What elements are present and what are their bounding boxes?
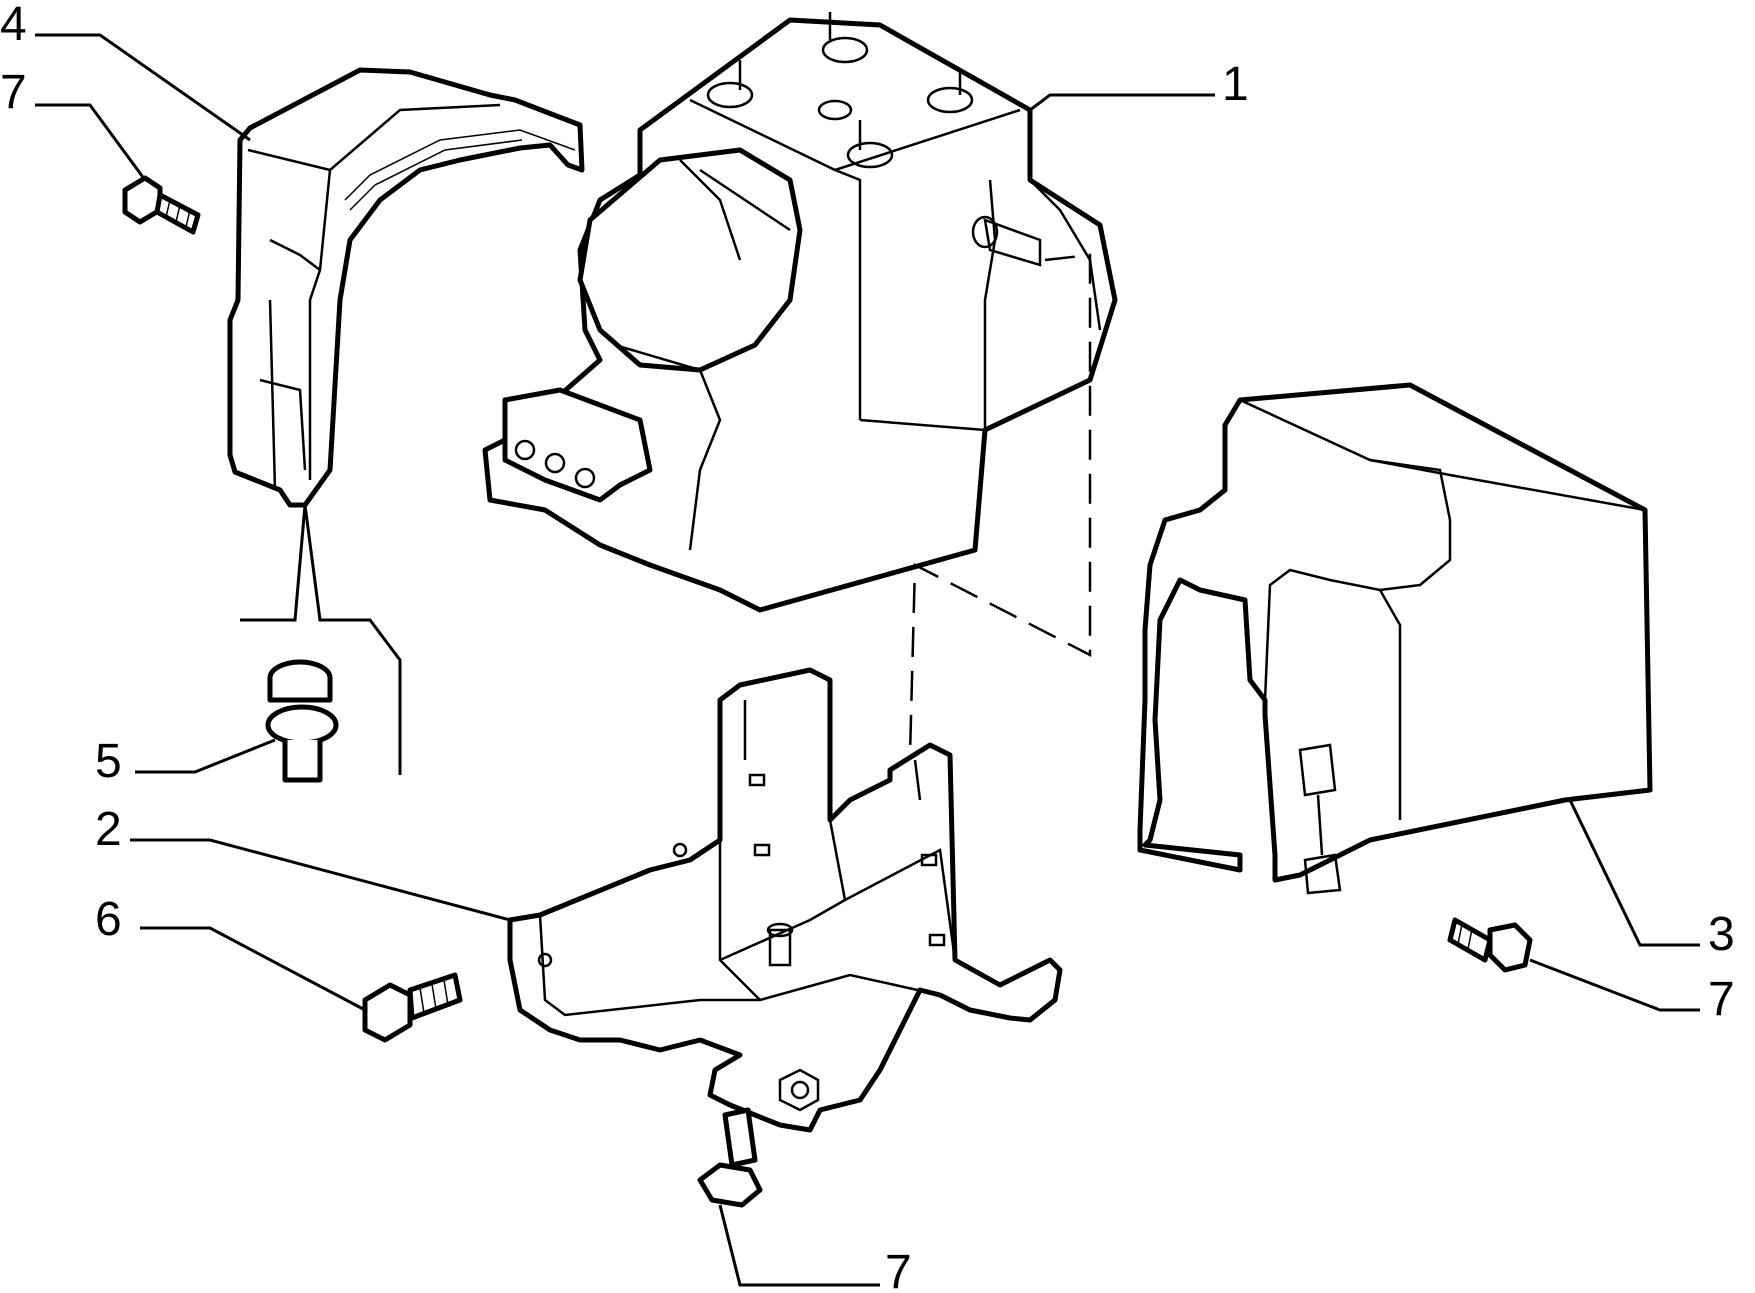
callout-7-right: 7 xyxy=(1708,973,1735,1026)
callout-3: 3 xyxy=(1708,908,1735,961)
left-cover-part xyxy=(227,67,585,508)
callout-7-top-left: 7 xyxy=(0,66,27,119)
abs-modulator-part xyxy=(482,12,1118,613)
bolt-part-7-bottom xyxy=(697,1107,763,1208)
right-cover-part xyxy=(1137,382,1653,895)
callout-2: 2 xyxy=(95,803,122,856)
bolt-part-6 xyxy=(362,972,463,1043)
callout-5: 5 xyxy=(95,735,122,788)
clip-rivet-part xyxy=(265,659,339,783)
callout-4: 4 xyxy=(0,0,27,51)
bolt-part-7-top-left xyxy=(122,175,201,235)
callout-6: 6 xyxy=(95,893,122,946)
leader-lines xyxy=(35,33,1700,1287)
mounting-bracket-part xyxy=(507,667,1063,1133)
callout-7-bottom: 7 xyxy=(885,1246,912,1293)
bolt-part-7-right xyxy=(1447,917,1533,973)
callout-1: 1 xyxy=(1222,58,1249,111)
alignment-lines xyxy=(908,253,1092,756)
